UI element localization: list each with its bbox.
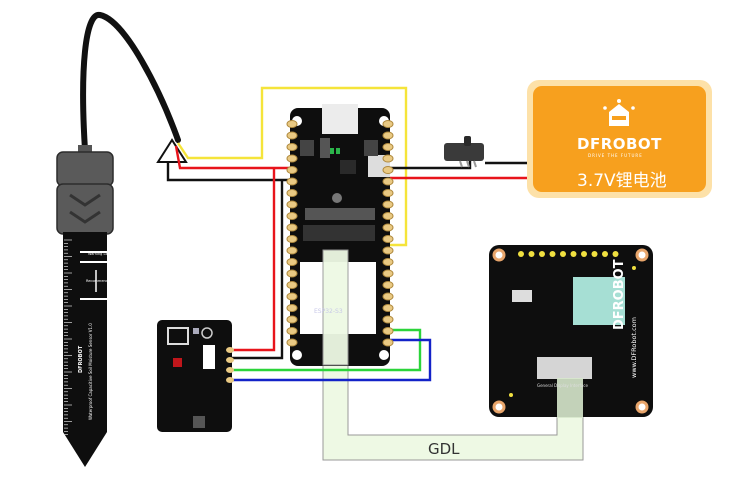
light-sensor-pins	[226, 347, 234, 383]
probe-recommended-depth: Recommended Depth	[86, 279, 125, 283]
esp32-pin-headers	[286, 120, 394, 347]
esp32-pin-right	[382, 327, 394, 335]
light-sensor-module	[157, 320, 234, 432]
esp32-pin-left	[286, 304, 298, 312]
display-pin-sclk	[539, 251, 545, 257]
light-sensor-pin	[226, 377, 234, 383]
wire-vcc-red	[174, 145, 295, 170]
esp32-pin-left	[286, 200, 298, 209]
battery-label: 3.7V锂电池	[577, 171, 667, 191]
display-pin-dc	[581, 251, 587, 257]
display-pin-miso	[560, 251, 566, 257]
gdl-label: GDL	[428, 440, 460, 458]
display-pin-gnd	[528, 251, 535, 257]
esp32-pin-left	[286, 212, 298, 220]
esp32-pin-left	[286, 166, 298, 174]
display-module	[489, 245, 653, 417]
gdl-ribbon-end	[557, 378, 583, 418]
light-sensor-pin	[226, 357, 234, 363]
esp32-pin-left	[286, 177, 298, 186]
battery-tagline: DRIVE THE FUTURE	[588, 153, 643, 158]
light-sensor-pin	[226, 367, 234, 373]
esp32-pin-right	[382, 143, 394, 151]
esp32-pin-left	[286, 189, 298, 197]
esp32-pin-right	[382, 281, 394, 289]
esp32-pin-left	[286, 154, 298, 163]
probe-cable	[80, 12, 181, 153]
esp32-chip-label: ESP32-S3	[314, 308, 343, 315]
probe-ruler	[64, 239, 72, 436]
wire-batt-gnd	[368, 160, 472, 170]
display-pin-headers	[518, 251, 619, 257]
wire-sda-green	[230, 328, 422, 372]
esp32-pin-right	[382, 166, 394, 174]
esp32-pin-right	[382, 212, 394, 220]
wire-light-gnd	[230, 180, 284, 360]
esp32-pin-right	[382, 304, 394, 312]
esp32-pin-left	[286, 223, 298, 232]
esp32-pin-right	[382, 338, 394, 347]
esp32-pin-left	[286, 258, 298, 266]
esp32-pin-right	[382, 258, 394, 266]
esp32-pin-right	[382, 189, 394, 197]
display-interface-label: General Display Interface	[537, 383, 588, 388]
display-pin-lcd	[570, 251, 577, 257]
esp32-pin-right	[382, 177, 394, 186]
display-pin-rst	[591, 251, 598, 257]
slide-switch	[444, 136, 484, 168]
esp32-pin-left	[286, 235, 298, 243]
esp32-pin-right	[382, 269, 394, 278]
soil-moisture-probe	[56, 145, 114, 467]
battery-brand: DFROBOT	[577, 135, 662, 153]
wire-gnd-black	[166, 162, 295, 182]
wire-scl-blue	[230, 338, 432, 382]
probe-brand: DFROBOT	[78, 345, 84, 373]
esp32-pin-right	[382, 235, 394, 243]
display-brand: DFROBOT	[612, 259, 627, 330]
esp32-pin-right	[382, 315, 394, 324]
probe-warning-line: Warning Line	[88, 252, 111, 256]
esp32-pin-left	[286, 131, 298, 140]
display-pin-sdcs	[612, 251, 619, 257]
esp32-pin-left	[286, 315, 298, 324]
display-pin-bl	[602, 251, 608, 257]
esp32-pin-right	[382, 292, 394, 301]
esp32-board	[286, 104, 394, 366]
esp32-pin-right	[382, 120, 394, 128]
esp32-pin-left	[286, 143, 298, 151]
esp32-pin-left	[286, 281, 298, 289]
esp32-pin-right	[382, 154, 394, 163]
gdl-ribbon-top	[322, 249, 349, 366]
battery-pack	[527, 80, 712, 198]
wire-light-vcc	[230, 168, 276, 352]
esp32-pin-left	[286, 327, 298, 335]
esp32-pin-right	[382, 246, 394, 255]
display-pin-mosi	[549, 251, 556, 257]
esp32-pin-left	[286, 246, 298, 255]
display-url: www.DFRobot.com	[630, 317, 638, 378]
display-pin-3v3	[518, 251, 524, 257]
esp32-pin-right	[382, 200, 394, 209]
probe-model-text: Waterproof Capacitive Soil Moisture Sens…	[88, 323, 93, 420]
cable-connector-icon	[156, 138, 188, 163]
esp32-pin-left	[286, 269, 298, 278]
wire-signal-yellow	[177, 86, 408, 247]
esp32-pin-right	[382, 223, 394, 232]
esp32-pin-left	[286, 120, 298, 128]
esp32-pin-left	[286, 338, 298, 347]
esp32-pin-left	[286, 292, 298, 301]
esp32-pin-right	[382, 131, 394, 140]
light-sensor-pin	[226, 347, 234, 353]
